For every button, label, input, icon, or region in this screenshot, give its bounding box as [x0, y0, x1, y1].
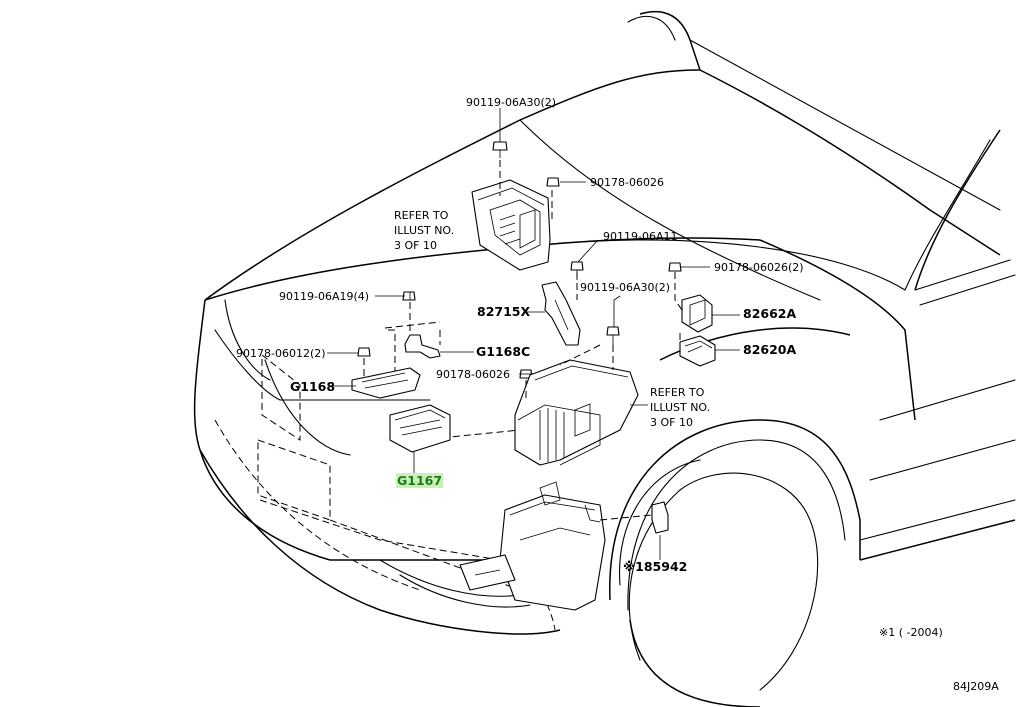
refer-to-illust-right: REFER TO ILLUST NO. 3 OF 10: [650, 386, 711, 429]
label-90119-06a19-4[interactable]: 90119-06A19(4): [279, 290, 370, 303]
g1167-highlight[interactable]: G1167: [396, 473, 444, 488]
label-85942[interactable]: ※185942: [623, 559, 688, 574]
label-g1168c[interactable]: G1168C: [476, 344, 531, 359]
label-82662a[interactable]: 82662A: [743, 306, 797, 321]
car-body-outline: [193, 10, 1016, 707]
left-bracket-and-module: [351, 302, 451, 470]
relay-block: [514, 344, 639, 466]
fastener-icons: [357, 141, 682, 379]
footnote-1-range: ※1 ( -2004): [879, 626, 943, 639]
washer-tank: [459, 481, 669, 611]
label-90178-06026-2-right[interactable]: 90178-06026(2): [714, 261, 804, 274]
label-90119-06a30-mid[interactable]: 90119-06A30(2): [580, 281, 671, 294]
bracket-82715x: [541, 272, 581, 346]
label-90119-06a11[interactable]: 90119-06A11: [603, 230, 678, 243]
label-90119-06a30-top[interactable]: 90119-06A30(2): [466, 96, 557, 109]
diagram-code: 84J209A: [953, 680, 999, 693]
label-90178-06026-box[interactable]: 90178-06026: [436, 368, 510, 381]
label-90178-06026-center[interactable]: 90178-06026: [590, 176, 664, 189]
label-82620a[interactable]: 82620A: [743, 342, 797, 357]
refer-to-illust-left: REFER TO ILLUST NO. 3 OF 10: [394, 209, 455, 252]
label-82715x[interactable]: 82715X: [477, 304, 531, 319]
label-90178-06012-2[interactable]: 90178-06012(2): [236, 347, 326, 360]
upper-ecu-module: [471, 160, 553, 271]
relays-right: [674, 272, 716, 367]
label-g1168[interactable]: G1168: [290, 379, 336, 394]
leader-lines: [327, 108, 740, 560]
label-g1167-highlighted[interactable]: G1167: [396, 473, 444, 488]
